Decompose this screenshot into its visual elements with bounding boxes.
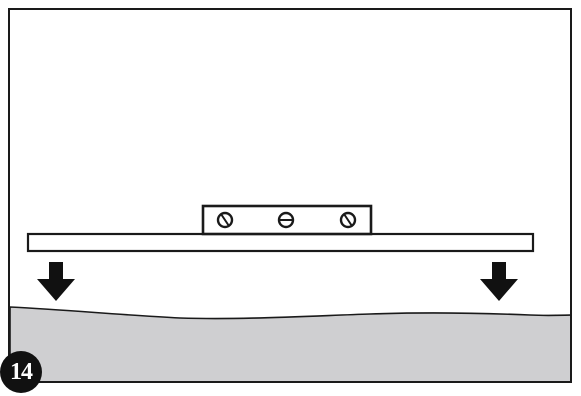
step-number-label: 14	[10, 359, 33, 385]
straight-edge-board	[26, 232, 535, 253]
down-arrow-icon	[37, 262, 75, 301]
bubble-vial-icon	[339, 211, 357, 229]
spirit-level	[201, 204, 373, 236]
leveling-illustration	[10, 204, 570, 381]
figure-frame	[8, 8, 572, 383]
bubble-vial-icon	[277, 211, 295, 229]
bubble-vial-icon	[216, 211, 234, 229]
ground-surface	[10, 306, 570, 381]
down-arrow-icon	[480, 262, 518, 301]
step-number-badge: 14	[0, 351, 42, 393]
